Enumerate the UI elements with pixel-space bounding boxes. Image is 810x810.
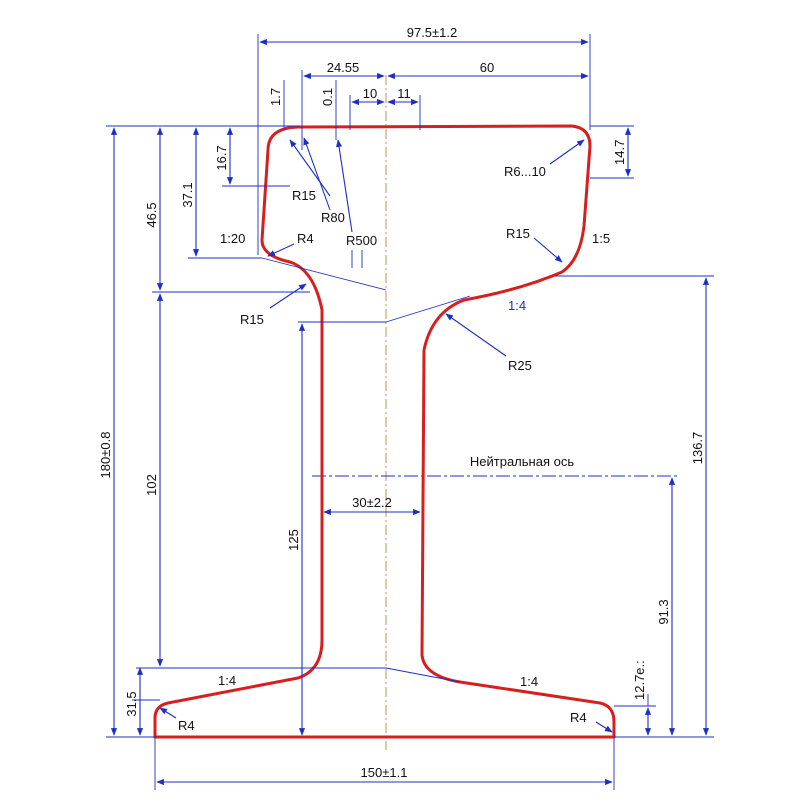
dim-12-7: 12.7е.:	[632, 660, 647, 700]
radius-r500: R500	[346, 233, 377, 248]
dim-base-width: 150±1.1	[361, 765, 408, 780]
radius-r25: R25	[508, 358, 532, 373]
dim-14-7: 14.7	[612, 140, 627, 165]
radius-r4-left: R4	[178, 718, 195, 733]
slope-1-4-right: 1:4	[520, 674, 538, 689]
dim-31-5: 31.5	[124, 691, 139, 716]
dim-head-right: 60	[480, 60, 494, 75]
dim-0-1: 0.1	[320, 88, 335, 106]
radius-r15-left: R15	[240, 312, 264, 327]
dim-height: 180±0.8	[98, 432, 113, 479]
radius-r6-10: R6...10	[504, 164, 546, 179]
slope-1-20: 1:20	[220, 231, 245, 246]
dim-11: 11	[397, 86, 411, 101]
dim-37-1: 37.1	[180, 182, 195, 207]
dim-91-3: 91.3	[656, 599, 671, 624]
dim-16-7: 16.7	[214, 145, 229, 170]
slope-guide-base	[385, 667, 461, 683]
dim-10: 10	[363, 86, 377, 101]
slope-1-5: 1:5	[592, 231, 610, 246]
dim-web: 30±2.2	[352, 495, 392, 510]
radius-r4-head: R4	[297, 231, 314, 246]
dim-head-offset: 24.55	[327, 60, 360, 75]
radius-r4-right: R4	[570, 710, 587, 725]
dim-136-7: 136.7	[690, 432, 705, 465]
radius-r80: R80	[321, 210, 345, 225]
dim-head-width: 97.5±1.2	[407, 25, 458, 40]
dim-125: 125	[286, 529, 301, 551]
dim-46-5: 46.5	[144, 202, 159, 227]
radius-r15-head: R15	[292, 188, 316, 203]
slope-guide-head-right	[385, 295, 471, 323]
slope-1-4-left: 1:4	[218, 673, 236, 688]
dim-102: 102	[144, 474, 159, 496]
dim-1-7: 1.7	[268, 88, 283, 106]
slope-1-4-top: 1:4	[508, 298, 526, 313]
radius-r15-right: R15	[506, 226, 530, 241]
slope-guide-head-left	[261, 257, 387, 291]
rail-profile-outline	[153, 124, 616, 739]
neutral-axis-label: Нейтральная ось	[470, 454, 574, 469]
